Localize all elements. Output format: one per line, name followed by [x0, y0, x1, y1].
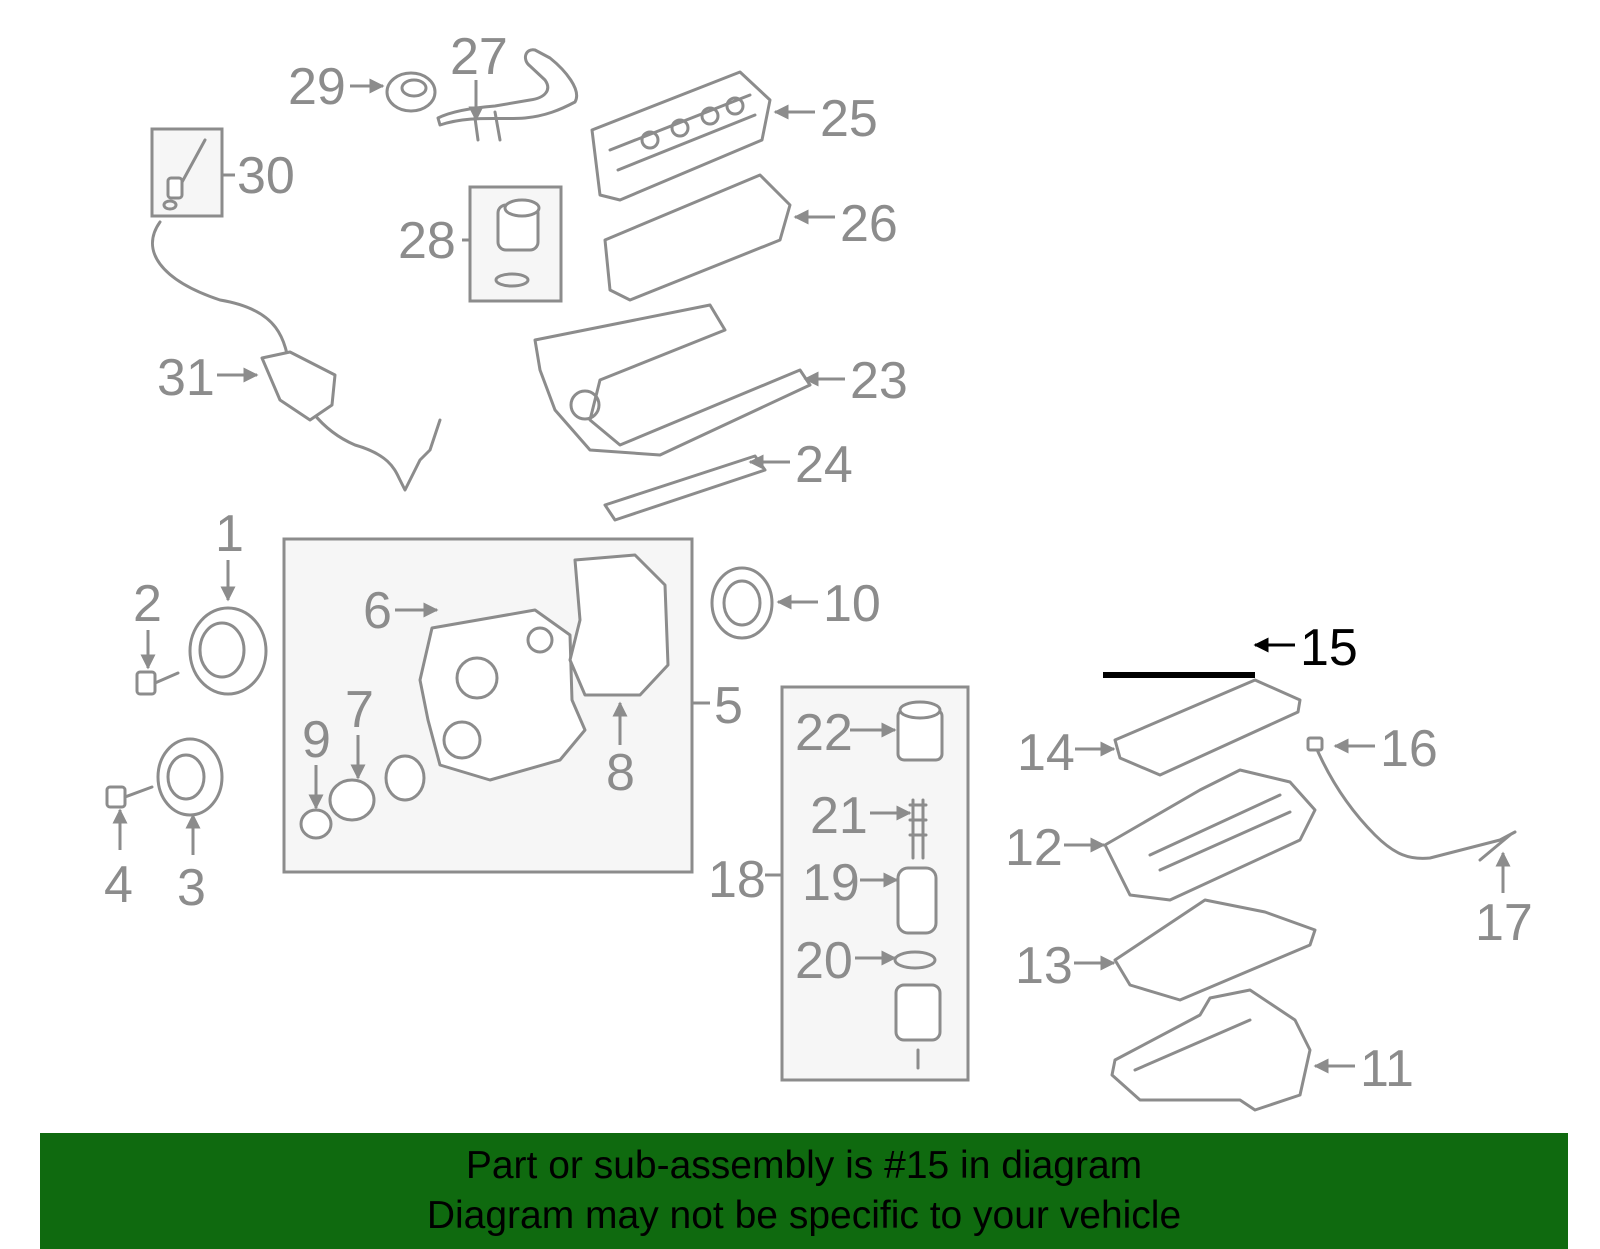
crankshaft-pulley-part	[188, 606, 268, 696]
callout-23: 23	[850, 352, 908, 410]
callout-21: 21	[810, 787, 868, 845]
banner-line-part-number: Part or sub-assembly is #15 in diagram	[465, 1144, 1143, 1187]
callout-22: 22	[795, 704, 853, 762]
callout-24: 24	[795, 436, 853, 494]
callout-10: 10	[823, 575, 881, 633]
callout-26: 26	[840, 195, 898, 253]
callout-2: 2	[133, 575, 162, 633]
front-crank-seal-part	[299, 808, 333, 840]
callout-17: 17	[1475, 894, 1533, 952]
timing-cover-gasket-part	[568, 553, 670, 697]
water-pump-gasket-part	[328, 778, 376, 822]
callout-4: 4	[104, 856, 133, 914]
valve-cover-gasket-part	[603, 173, 792, 302]
callout-11: 11	[1360, 1040, 1414, 1098]
leader-lines	[112, 78, 1511, 1074]
callout-30: 30	[237, 147, 295, 205]
intake-manifold-gasket-part	[603, 454, 767, 522]
callout-28: 28	[398, 212, 456, 270]
info-banner: Part or sub-assembly is #15 in diagram D…	[40, 1133, 1568, 1249]
oil-filter-part	[896, 866, 938, 935]
windage-tray-part	[1103, 768, 1317, 902]
banner-line-disclaimer: Diagram may not be specific to your vehi…	[426, 1194, 1182, 1237]
callout-13: 13	[1015, 937, 1073, 995]
pulley-bolt-part	[135, 670, 180, 696]
filter-housing-part	[894, 983, 942, 1070]
callout-1: 1	[215, 505, 244, 563]
filter-housing-cap-part	[896, 700, 944, 762]
callout-3: 3	[177, 859, 206, 917]
oil-pan-part	[1110, 988, 1312, 1112]
dipstick-tube-bracket-part	[260, 350, 337, 422]
callout-27: 27	[450, 28, 508, 86]
callout-16: 16	[1380, 720, 1438, 778]
callout-12: 12	[1005, 819, 1063, 877]
callout-18: 18	[708, 851, 766, 909]
idler-bolt-part	[105, 785, 154, 809]
callout-8: 8	[606, 744, 635, 802]
callout-7: 7	[345, 681, 374, 739]
callout-15: 15	[1300, 619, 1358, 677]
callout-5: 5	[714, 677, 743, 735]
callout-19: 19	[802, 854, 860, 912]
callout-31: 31	[157, 349, 215, 407]
callout-29: 29	[288, 58, 346, 116]
oil-pan-gasket-upper-part	[1113, 678, 1302, 777]
oil-dipstick-part	[162, 138, 207, 211]
callout-14: 14	[1017, 724, 1075, 782]
callout-9: 9	[302, 711, 331, 769]
oil-pan-gasket-lower-part	[1113, 898, 1317, 1002]
oil-filler-cap-part	[385, 71, 437, 113]
callout-6: 6	[363, 582, 392, 640]
oil-filler-neck-part	[494, 198, 541, 288]
lower-dipstick-tube-part	[1306, 736, 1517, 862]
callout-25: 25	[820, 90, 878, 148]
callout-labels: 29 27 25 30 26 28 31 23 24 1 2 6 10 15 5…	[104, 28, 1533, 1098]
idler-pulley-part	[156, 737, 224, 817]
breather-hose-part	[436, 48, 579, 142]
rear-main-seal-part	[710, 566, 774, 640]
timing-cover-part	[418, 608, 587, 782]
valve-cover-part	[590, 70, 772, 202]
cam-sprocket-part	[384, 754, 426, 802]
filter-stud-part	[908, 798, 928, 860]
intake-manifold-part	[533, 303, 812, 457]
callout-20: 20	[795, 932, 853, 990]
